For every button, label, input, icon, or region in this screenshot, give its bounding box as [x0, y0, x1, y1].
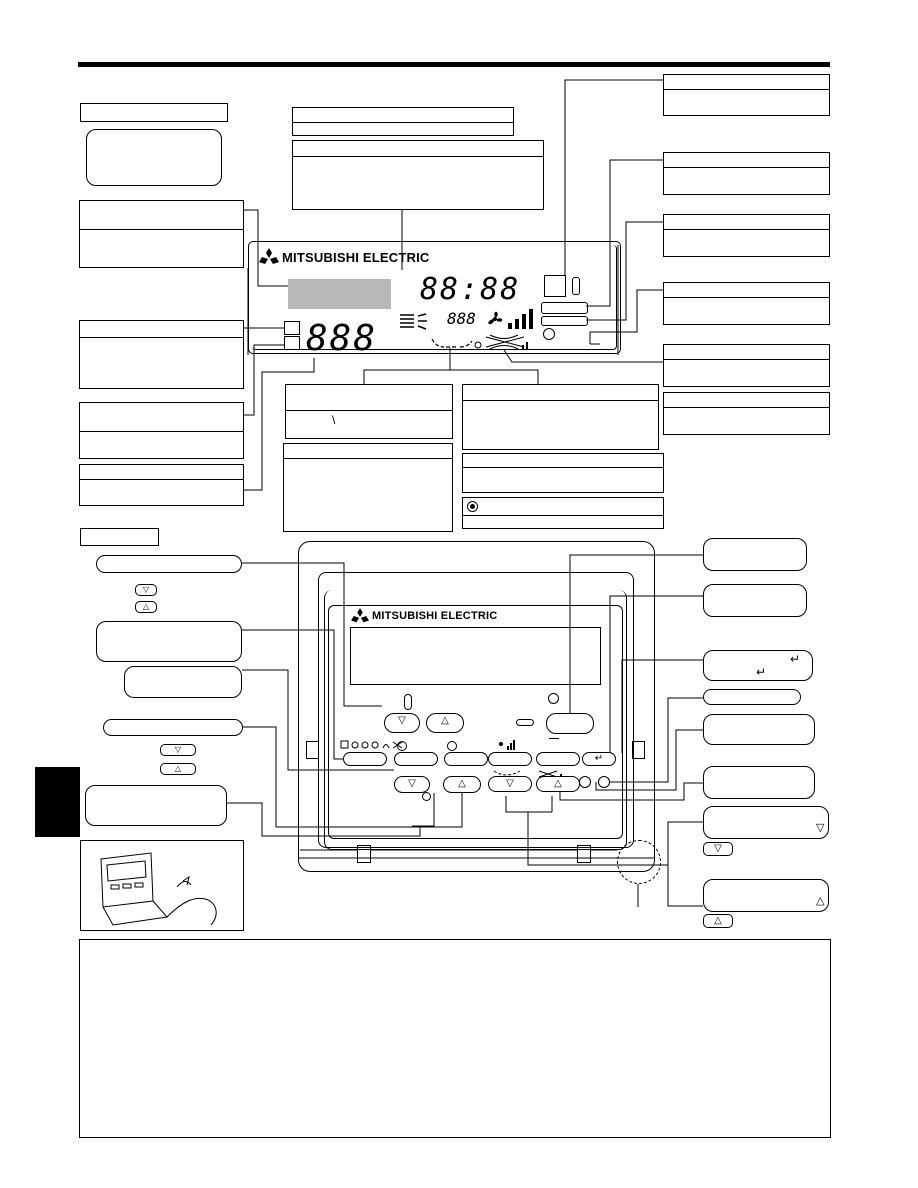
thermostat-icon — [544, 275, 566, 297]
callout-timer-set — [103, 719, 243, 736]
vane-down-button[interactable]: ▽ — [488, 776, 532, 792]
timer-set-down-button[interactable]: ▽ — [394, 776, 430, 793]
notes-box — [79, 939, 831, 1138]
callout-timer-on-off — [85, 785, 227, 826]
lcd-bar-1 — [541, 302, 588, 314]
enter-mark-1: ↵ — [790, 652, 801, 666]
slash-mark: \ — [332, 413, 336, 427]
callout-test-run: ↵ ↵ — [703, 650, 813, 681]
right-clip — [632, 741, 645, 759]
remote-lcd-window — [350, 627, 601, 685]
lcd-temperature: 888 — [306, 318, 378, 359]
callout-fan-down: ▽ — [703, 806, 829, 839]
callout-right-6 — [663, 392, 830, 435]
callout-fan-up: △ — [703, 879, 829, 912]
callout-right-2 — [663, 152, 830, 195]
lid-hook-marker — [617, 840, 661, 884]
brand-name: MITSUBISHI ELECTRIC — [282, 250, 430, 265]
callout-left-2 — [79, 320, 244, 389]
vane-swing-icon — [430, 335, 482, 356]
lcd-gray-area — [288, 279, 391, 309]
callout-temp-button — [96, 555, 242, 573]
panel-brand-name: MITSUBISHI ELECTRIC — [372, 610, 498, 622]
fan-up-mark: △ — [816, 895, 825, 907]
callout-top-center-1 — [292, 107, 514, 136]
timer-set-up-button[interactable]: △ — [443, 776, 481, 793]
timer-up-symbol: △ — [160, 763, 196, 775]
filter-button[interactable] — [598, 776, 610, 788]
temp-down-symbol: ▽ — [135, 584, 157, 596]
left-clip — [306, 741, 319, 759]
power-icon — [548, 693, 559, 704]
timer-set-clock-icon — [422, 792, 431, 801]
callout-left-4 — [79, 464, 244, 506]
sensor-mark-icon — [467, 501, 478, 512]
callout-mid-2 — [283, 443, 453, 532]
mode-button[interactable] — [343, 752, 387, 766]
vane-icon — [492, 766, 522, 784]
on-off-button[interactable] — [546, 713, 594, 734]
mitsubishi-logo-icon — [258, 248, 280, 271]
callout-check — [703, 689, 801, 705]
fan-down-mark: ▽ — [816, 822, 825, 834]
fan-speed-button[interactable] — [488, 752, 532, 766]
callout-vane — [703, 766, 815, 799]
timer-on-off-button[interactable] — [444, 752, 488, 766]
callout-display-header — [80, 103, 228, 122]
vane-up-button[interactable]: △ — [536, 776, 580, 792]
bottom-clip-right — [577, 845, 591, 863]
timer-icon — [543, 328, 555, 340]
operation-lamp — [516, 719, 534, 726]
temp-thermo-icon — [404, 694, 412, 710]
callout-filter — [703, 714, 815, 745]
callout-left-1 — [79, 200, 244, 268]
filter-icon — [284, 321, 300, 335]
fan-down-symbol: ▽ — [703, 842, 733, 856]
callout-left-3 — [79, 402, 244, 459]
callout-mid-1: \ — [285, 384, 453, 439]
test-run-button[interactable]: ↵ — [582, 752, 616, 766]
callout-timer-menu — [124, 666, 242, 698]
fan-speed-icon — [486, 308, 534, 335]
timer-down-symbol: ▽ — [160, 744, 196, 756]
bottom-clip-left — [357, 845, 371, 863]
timer-menu-button[interactable] — [394, 752, 438, 766]
temp-down-button[interactable]: ▽ — [384, 713, 420, 733]
page-top-rule — [78, 62, 830, 67]
lcd-vane-readout: 888 — [447, 309, 476, 328]
callout-mid-5 — [462, 497, 664, 529]
check-icon — [284, 336, 300, 350]
callout-display-note — [86, 129, 222, 186]
check-button[interactable] — [579, 776, 591, 788]
callout-right-1 — [663, 74, 830, 116]
ventilation-icon — [484, 333, 530, 356]
mitsubishi-logo-icon — [350, 608, 370, 629]
thermometer-icon — [572, 277, 580, 295]
timer-on-off-clock-icon — [447, 741, 457, 751]
timer-menu-clock-icon — [397, 741, 407, 751]
callout-operation-header — [80, 528, 159, 546]
callout-right-4 — [663, 282, 830, 325]
fan-icon — [496, 737, 518, 755]
callout-right-5 — [663, 344, 830, 387]
louver-button[interactable] — [536, 752, 580, 766]
lcd-bar-2 — [541, 316, 588, 326]
louver-button-icon — [549, 738, 559, 747]
lcd-clock: 88:88 — [420, 272, 521, 307]
temp-up-button[interactable]: △ — [426, 713, 464, 733]
section-tab — [35, 767, 80, 837]
fan-up-symbol: △ — [703, 914, 733, 928]
callout-top-center-2 — [292, 140, 544, 210]
lid-opening-illustration — [80, 840, 244, 931]
callout-mode-button — [96, 621, 242, 662]
callout-power-button — [703, 538, 807, 571]
callout-right-3 — [663, 214, 830, 257]
louver-icon — [398, 312, 438, 339]
enter-mark-2: ↵ — [756, 665, 767, 679]
callout-mid-3 — [462, 384, 659, 450]
temp-up-symbol: △ — [135, 601, 157, 613]
callout-operation-lamp — [703, 584, 807, 617]
callout-mid-4 — [462, 453, 664, 493]
